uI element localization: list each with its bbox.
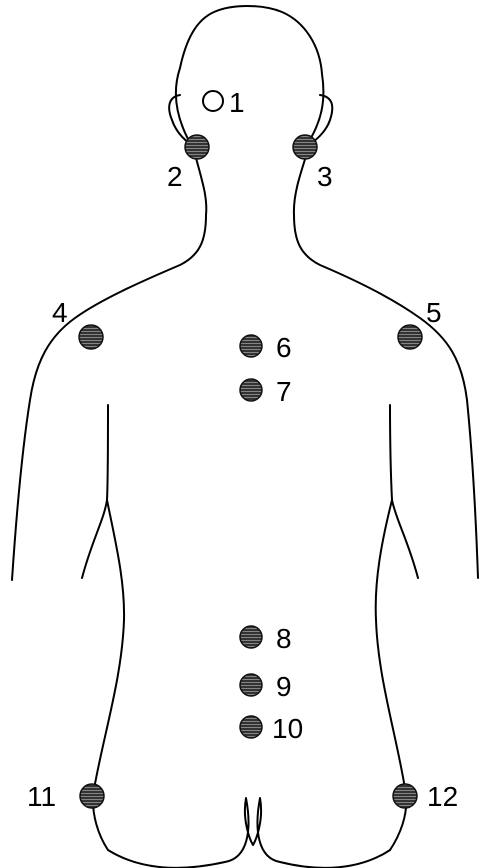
filled-marker — [398, 325, 422, 349]
filled-marker — [185, 135, 209, 159]
point-11: 11 — [27, 781, 104, 812]
point-label: 2 — [167, 161, 183, 192]
point-label: 9 — [276, 671, 292, 702]
filled-marker — [80, 784, 104, 808]
left-inner-arm — [82, 405, 108, 578]
point-12: 12 — [393, 781, 458, 812]
point-label: 7 — [276, 376, 292, 407]
filled-marker — [240, 716, 262, 738]
point-label: 5 — [426, 297, 442, 328]
point-label: 11 — [27, 781, 56, 812]
point-1: 1 — [203, 87, 245, 118]
filled-marker — [240, 379, 262, 401]
point-8: 8 — [240, 623, 292, 654]
point-10: 10 — [240, 713, 303, 744]
filled-marker — [240, 626, 262, 648]
point-label: 10 — [272, 713, 303, 744]
head-outline — [176, 6, 324, 148]
point-3: 3 — [293, 135, 333, 192]
filled-marker — [240, 674, 262, 696]
point-6: 6 — [240, 332, 292, 363]
point-label: 1 — [229, 87, 245, 118]
point-9: 9 — [240, 671, 292, 702]
right-torso-edge — [294, 150, 478, 578]
point-label: 6 — [276, 332, 292, 363]
point-5: 5 — [398, 297, 442, 349]
filled-marker — [293, 135, 317, 159]
point-label: 3 — [317, 161, 333, 192]
body-outline — [12, 6, 478, 868]
filled-marker — [79, 325, 103, 349]
point-label: 12 — [427, 781, 458, 812]
point-label: 8 — [276, 623, 292, 654]
right-inner-arm — [390, 405, 418, 578]
filled-marker — [393, 784, 417, 808]
buttocks — [108, 798, 390, 868]
hollow-marker — [203, 91, 223, 111]
filled-marker — [240, 335, 262, 357]
point-label: 4 — [52, 297, 68, 328]
point-7: 7 — [240, 376, 292, 407]
